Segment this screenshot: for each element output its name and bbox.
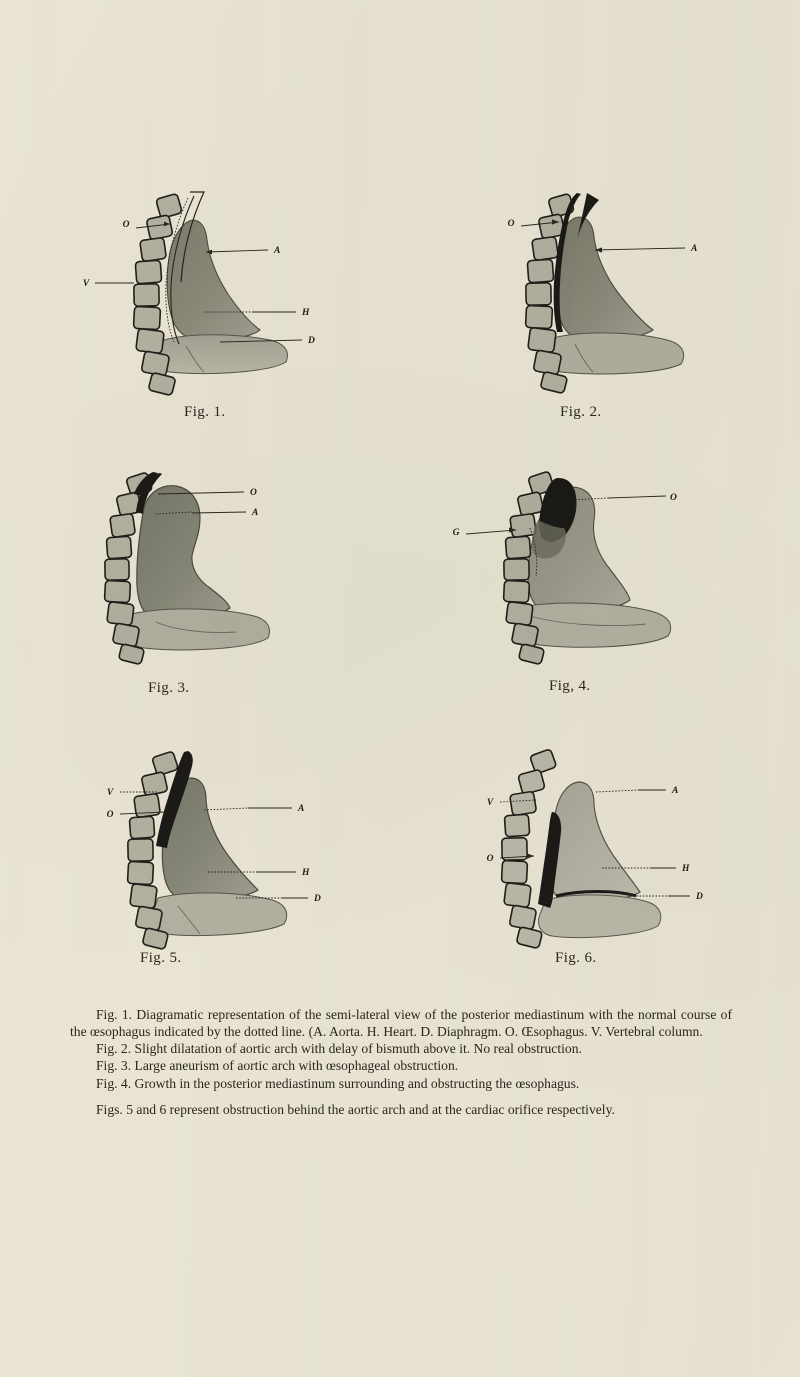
label-fig6-D: D [695, 892, 703, 902]
diaphragm-crease [185, 345, 205, 373]
vertebral-column [500, 749, 557, 949]
figure-4-illustration: O G [453, 471, 677, 665]
label-fig1-A: A [273, 246, 280, 256]
label-fig1-V: V [83, 279, 90, 289]
vertebral-column [126, 751, 179, 950]
label-fig2-O: O [508, 219, 515, 229]
leader-lines [95, 221, 303, 343]
plate-legend: Fig. 1. Diagramatic representation of th… [70, 1006, 732, 1118]
legend-paragraph-fig3: Fig. 3. Large aneurism of aortic arch wi… [96, 1058, 459, 1074]
label-fig5-D: D [313, 894, 321, 904]
diaphragm-crease [177, 905, 201, 935]
vertebral-column [502, 471, 555, 665]
aortic-stripe [180, 191, 205, 283]
oesophagus-dark [136, 473, 162, 514]
label-fig1-D: D [307, 336, 315, 346]
label-fig5-V: V [107, 788, 114, 798]
label-fig6-O: O [487, 854, 494, 864]
label-fig5-O: O [107, 810, 114, 820]
organ-crease [155, 621, 237, 633]
oesophagus-dotted-course [165, 197, 189, 343]
growth-dotted-edge [529, 527, 538, 577]
leader-lines [157, 491, 247, 514]
diaphragm [546, 332, 685, 375]
growth-shadow [531, 520, 566, 559]
figure-3-illustration: O A [103, 472, 270, 665]
figure-1-illustration: O V A H D [83, 191, 315, 396]
figure-5: V O A H D [96, 750, 346, 950]
figure-6-illustration: V O A H D [487, 749, 703, 949]
diaphragm [538, 894, 662, 939]
label-fig1-O: O [123, 220, 130, 230]
label-fig5-A: A [297, 804, 304, 814]
heart-mass [555, 216, 654, 342]
figure-2-caption: Fig. 2. [560, 404, 602, 420]
heart-mass [548, 781, 641, 904]
figure-3-caption: Fig. 3. [148, 680, 190, 696]
leader-lines [119, 791, 308, 899]
label-fig3-A: A [251, 508, 258, 518]
label-fig5-H: H [301, 868, 310, 878]
vertebral-column [132, 193, 183, 396]
diaphragm-crease [574, 343, 594, 373]
label-fig4-O: O [670, 493, 677, 503]
label-fig6-V: V [487, 798, 494, 808]
figure-6: V O A H D [470, 749, 720, 950]
label-fig3-O: O [250, 488, 257, 498]
figure-4-caption: Fig, 4. [549, 678, 591, 694]
label-fig6-H: H [681, 864, 690, 874]
figure-5-caption: Fig. 5. [140, 950, 182, 966]
vertebral-column [103, 472, 153, 665]
figure-5-illustration: V O A H D [107, 751, 321, 950]
diaphragm [127, 608, 270, 651]
figure-1-caption: Fig. 1. [184, 404, 226, 420]
diaphragm [151, 892, 288, 937]
heart-mass [161, 777, 259, 902]
aortic-arch-edge [577, 193, 599, 240]
label-fig4-G: G [453, 528, 460, 538]
leader-lines [520, 219, 686, 253]
legend-paragraph-fig2: Fig. 2. Slight dilatation of aortic arch… [96, 1041, 582, 1057]
figure-3: O A [96, 472, 336, 667]
figure-4: O G [453, 471, 720, 667]
legend-paragraph-fig4: Fig. 4. Growth in the posterior mediasti… [96, 1075, 580, 1091]
label-fig1-H: H [301, 308, 310, 318]
bismuth-column [156, 751, 193, 848]
cardiac-band [555, 890, 637, 898]
label-fig6-A: A [671, 786, 678, 796]
oesophagus-outline [170, 195, 195, 345]
bismuth-column [538, 812, 562, 908]
diaphragm-crease [529, 615, 647, 627]
bismuth-column [553, 193, 581, 332]
label-fig2-A: A [690, 244, 697, 254]
legend-paragraph-fig56: Figs. 5 and 6 represent obstruction behi… [96, 1101, 615, 1117]
figure-2-illustration: O A [508, 193, 697, 394]
leader-lines [465, 495, 667, 535]
figure-1: O V A H D [83, 190, 340, 400]
figure-6-caption: Fig. 6. [555, 950, 597, 966]
leader-lines [499, 789, 690, 897]
figure-2: O A [495, 192, 735, 397]
aneurism-mass [136, 485, 231, 621]
bismuth-trace [155, 511, 193, 515]
legend-paragraph-fig1: Fig. 1. Diagramatic representation of th… [70, 1007, 732, 1040]
